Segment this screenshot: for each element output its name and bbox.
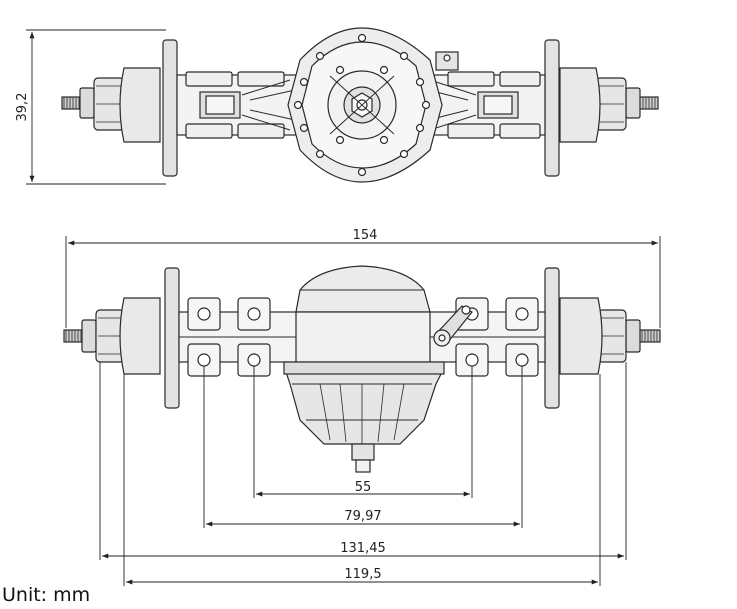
dimension-hole-spacing-outer-value: 79,97 xyxy=(344,509,381,524)
top-view xyxy=(61,27,659,183)
front-view xyxy=(63,265,661,473)
unit-label: Unit: mm xyxy=(2,584,91,606)
dimension-height xyxy=(26,29,166,185)
dimension-overall-length xyxy=(65,236,661,328)
dimension-overall-length-value: 154 xyxy=(353,228,378,243)
dimension-hub-outer-width-value: 131,45 xyxy=(340,541,386,556)
dimension-hub-inner-width-value: 119,5 xyxy=(344,567,381,582)
dimension-height-value: 39,2 xyxy=(15,93,30,122)
dimension-hole-spacing-inner-value: 55 xyxy=(355,480,372,495)
extension-lines xyxy=(99,362,627,586)
